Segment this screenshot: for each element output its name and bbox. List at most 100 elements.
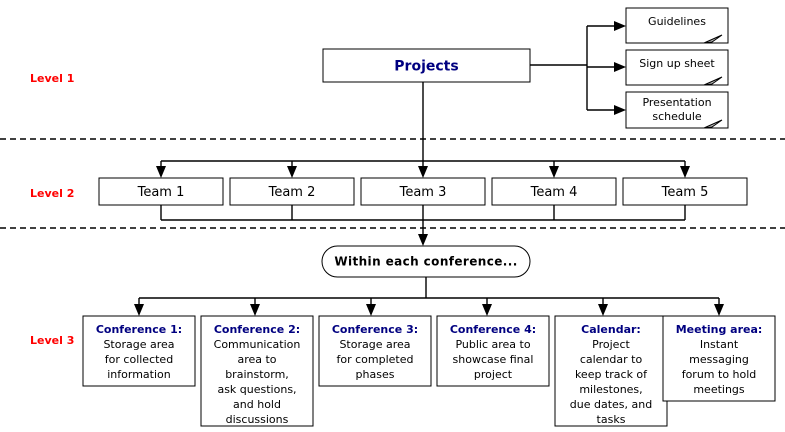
node-sign-up-sheet[interactable]: Sign up sheet bbox=[625, 49, 729, 86]
node-team-5[interactable]: Team 5 bbox=[622, 177, 748, 206]
node-conference-4-title: Conference 4: bbox=[450, 323, 536, 336]
node-conference-1-title: Conference 1: bbox=[96, 323, 182, 336]
arrow-to-team5-icon bbox=[680, 166, 690, 178]
node-conference-2-body-line-1: Communication bbox=[214, 338, 301, 351]
node-presentation-schedule-line-1: Presentation bbox=[642, 96, 711, 109]
node-team-4-box[interactable] bbox=[491, 177, 617, 206]
node-meeting-area-body-line-4: meetings bbox=[693, 383, 745, 396]
arrow-to-hub-icon bbox=[418, 234, 428, 246]
node-calendar-body-line-3: keep track of bbox=[575, 368, 648, 381]
node-meeting-area-title: Meeting area: bbox=[676, 323, 763, 336]
node-calendar[interactable]: Calendar: Project calendar to keep track… bbox=[554, 315, 668, 427]
node-calendar-body-line-2: calendar to bbox=[580, 353, 643, 366]
node-presentation-schedule-box[interactable] bbox=[625, 91, 729, 129]
node-team-3-label: Team 3 bbox=[399, 185, 447, 200]
node-calendar-title: Calendar: bbox=[581, 323, 641, 336]
node-guidelines-box[interactable] bbox=[625, 7, 729, 44]
node-guidelines-label: Guidelines bbox=[648, 15, 706, 28]
arrow-to-leaf-2-icon bbox=[250, 304, 260, 316]
node-conference-2-body-line-3: brainstorm, bbox=[225, 368, 289, 381]
node-calendar-body-line-6: tasks bbox=[597, 413, 626, 426]
node-conference-2[interactable]: Conference 2: Communication area to brai… bbox=[200, 315, 314, 427]
connector-teams-to-hub bbox=[160, 205, 686, 246]
node-conference-3[interactable]: Conference 3: Storage area for completed… bbox=[318, 315, 432, 387]
node-conference-1[interactable]: Conference 1: Storage area for collected… bbox=[82, 315, 196, 387]
node-team-4[interactable]: Team 4 bbox=[491, 177, 617, 206]
node-team-1[interactable]: Team 1 bbox=[98, 177, 224, 206]
arrow-to-leaf-1-icon bbox=[134, 304, 144, 316]
node-team-3[interactable]: Team 3 bbox=[360, 177, 486, 206]
node-sign-up-sheet-box[interactable] bbox=[625, 49, 729, 86]
node-conference-4-box[interactable] bbox=[436, 315, 550, 387]
node-meeting-area-body-line-2: messaging bbox=[689, 353, 749, 366]
node-conference-3-body-line-1: Storage area bbox=[339, 338, 410, 351]
connector-root-to-teams bbox=[156, 82, 690, 178]
node-team-5-box[interactable] bbox=[622, 177, 748, 206]
node-meeting-area-box[interactable] bbox=[662, 315, 776, 402]
node-presentation-schedule[interactable]: Presentation schedule bbox=[625, 91, 729, 129]
node-team-5-label: Team 5 bbox=[661, 185, 709, 200]
arrow-to-guidelines-icon bbox=[614, 21, 626, 31]
arrow-to-team1-icon bbox=[156, 166, 166, 178]
node-presentation-schedule-line-2: schedule bbox=[652, 110, 702, 123]
node-team-2-label: Team 2 bbox=[268, 185, 316, 200]
document-fold-icon bbox=[703, 34, 723, 44]
level-3-label: Level 3 bbox=[30, 334, 74, 347]
node-conference-4-body-line-1: Public area to bbox=[455, 338, 530, 351]
arrow-to-team4-icon bbox=[549, 166, 559, 178]
node-conference-3-body-line-3: phases bbox=[356, 368, 395, 381]
arrow-to-signup-icon bbox=[614, 62, 626, 72]
node-calendar-body-line-5: due dates, and bbox=[570, 398, 652, 411]
node-conference-4-body-line-2: showcase final bbox=[453, 353, 534, 366]
node-team-2-box[interactable] bbox=[229, 177, 355, 206]
node-team-2[interactable]: Team 2 bbox=[229, 177, 355, 206]
node-guidelines[interactable]: Guidelines bbox=[625, 7, 729, 44]
arrow-to-presentation-icon bbox=[614, 105, 626, 115]
arrow-to-team2-icon bbox=[287, 166, 297, 178]
node-within-each-conference-label: Within each conference... bbox=[334, 255, 517, 269]
arrow-to-leaf-6-icon bbox=[714, 304, 724, 316]
node-team-3-box[interactable] bbox=[360, 177, 486, 206]
node-conference-1-box[interactable] bbox=[82, 315, 196, 387]
node-conference-3-body-line-2: for completed bbox=[337, 353, 414, 366]
arrow-to-team3-icon bbox=[418, 166, 428, 178]
node-conference-1-body-line-3: information bbox=[107, 368, 171, 381]
arrow-to-leaf-4-icon bbox=[482, 304, 492, 316]
document-fold-icon bbox=[703, 119, 723, 129]
connector-hub-to-leaves bbox=[134, 277, 724, 316]
connector-root-to-documents bbox=[530, 21, 626, 115]
node-meeting-area-body-line-1: Instant bbox=[700, 338, 739, 351]
node-projects-box[interactable] bbox=[322, 48, 531, 83]
node-conference-4-body-line-3: project bbox=[474, 368, 513, 381]
node-sign-up-sheet-label: Sign up sheet bbox=[639, 57, 715, 70]
level-1-label: Level 1 bbox=[30, 72, 74, 85]
node-team-1-box[interactable] bbox=[98, 177, 224, 206]
node-conference-3-box[interactable] bbox=[318, 315, 432, 387]
level-2-label: Level 2 bbox=[30, 187, 74, 200]
node-calendar-box[interactable] bbox=[554, 315, 668, 427]
node-within-each-conference-box[interactable] bbox=[321, 245, 531, 278]
node-conference-3-title: Conference 3: bbox=[332, 323, 418, 336]
node-team-4-label: Team 4 bbox=[530, 185, 578, 200]
node-conference-1-body-line-2: for collected bbox=[105, 353, 173, 366]
node-meeting-area[interactable]: Meeting area: Instant messaging forum to… bbox=[662, 315, 776, 402]
node-calendar-body-line-4: milestones, bbox=[579, 383, 642, 396]
node-conference-2-body-line-4: ask questions, bbox=[217, 383, 296, 396]
level-dividers bbox=[0, 138, 785, 229]
node-meeting-area-body-line-3: forum to hold bbox=[682, 368, 757, 381]
node-conference-2-body-line-5: and hold bbox=[233, 398, 281, 411]
level-label-group: Level 1 Level 2 Level 3 bbox=[30, 72, 74, 347]
node-projects-label: Projects bbox=[394, 59, 458, 75]
node-team-1-label: Team 1 bbox=[137, 185, 185, 200]
node-conference-2-box[interactable] bbox=[200, 315, 314, 427]
node-projects[interactable]: Projects bbox=[322, 48, 531, 83]
node-conference-2-body-line-6: discussions bbox=[226, 413, 289, 426]
node-conference-2-body-line-2: area to bbox=[237, 353, 276, 366]
node-conference-1-body-line-1: Storage area bbox=[103, 338, 174, 351]
node-conference-4[interactable]: Conference 4: Public area to showcase fi… bbox=[436, 315, 550, 387]
node-within-each-conference[interactable]: Within each conference... bbox=[321, 245, 531, 278]
arrow-to-leaf-3-icon bbox=[366, 304, 376, 316]
node-calendar-body-line-1: Project bbox=[592, 338, 630, 351]
